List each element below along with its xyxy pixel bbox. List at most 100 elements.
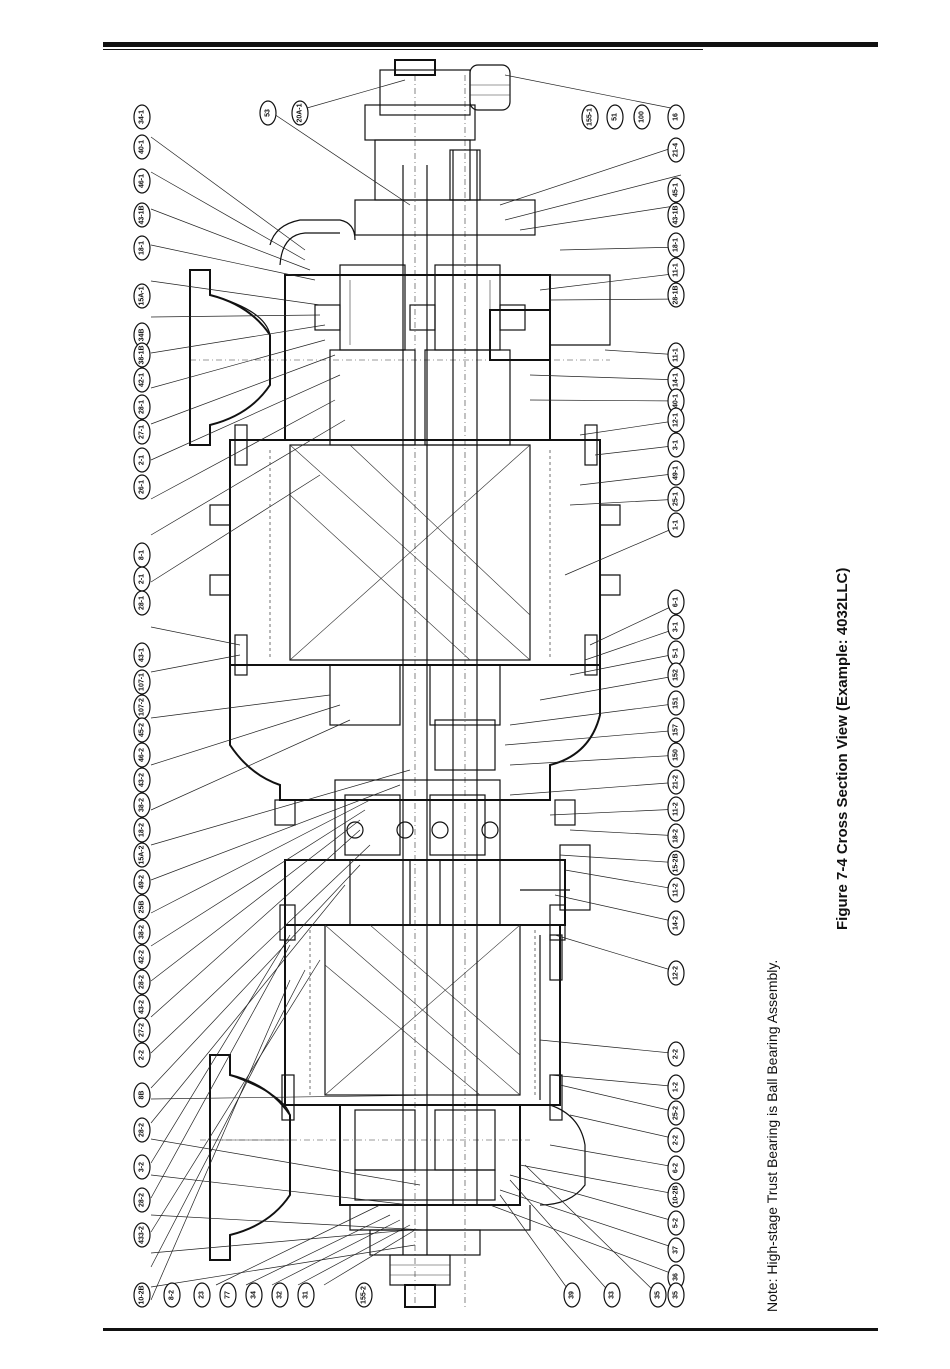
svg-text:18-2: 18-2 xyxy=(673,829,680,843)
callout-right-25: 21-2 xyxy=(667,769,685,795)
callout-right-38: 5-2 xyxy=(667,1210,685,1236)
callout-bottom-left-6: 31 xyxy=(297,1282,315,1308)
svg-text:14-1: 14-1 xyxy=(673,373,680,387)
svg-text:6-2: 6-2 xyxy=(673,1163,680,1173)
discharge-flange xyxy=(209,1054,586,1261)
callout-right-27: 18-2 xyxy=(667,823,685,849)
svg-text:53: 53 xyxy=(265,109,272,117)
svg-text:150: 150 xyxy=(673,749,680,761)
callout-left-24: 15A-2 xyxy=(133,842,151,868)
callout-left-31: 27-2 xyxy=(133,1017,151,1043)
callout-left-33: 8B xyxy=(133,1082,151,1108)
svg-text:18-1: 18-1 xyxy=(139,241,146,255)
callout-bottom-left-5: 32 xyxy=(271,1282,289,1308)
callout-left-3: 43-1B xyxy=(133,202,151,228)
svg-text:43-1: 43-1 xyxy=(139,648,146,662)
svg-text:38-2: 38-2 xyxy=(139,798,146,812)
note-text: Note: High-stage Trust Bearing is Ball B… xyxy=(764,959,780,1312)
svg-text:151: 151 xyxy=(673,697,680,709)
callout-left-32: 2-2 xyxy=(133,1042,151,1068)
callout-left-14: 2-1 xyxy=(133,566,151,592)
callout-left-12: 26-1 xyxy=(133,474,151,500)
svg-text:42-1: 42-1 xyxy=(139,373,146,387)
callout-right-2: 100 xyxy=(633,104,651,130)
callout-right-6: 43-1B xyxy=(667,202,685,228)
svg-text:40-1: 40-1 xyxy=(139,140,146,154)
callout-left-21: 43-2 xyxy=(133,767,151,793)
svg-text:38-2: 38-2 xyxy=(139,925,146,939)
callout-left-36: 28-2 xyxy=(133,1187,151,1213)
svg-text:35: 35 xyxy=(655,1291,662,1299)
intermediate-section xyxy=(229,664,601,861)
svg-text:15A-1: 15A-1 xyxy=(139,286,146,305)
callout-right-19: 3-1 xyxy=(667,614,685,640)
callout-right-29: 11-2 xyxy=(667,877,685,903)
svg-text:27-1: 27-1 xyxy=(139,425,146,439)
svg-text:11-1: 11-1 xyxy=(673,348,680,362)
callout-right-34: 25-2 xyxy=(667,1100,685,1126)
svg-text:6-1: 6-1 xyxy=(673,597,680,607)
svg-text:43-2: 43-2 xyxy=(139,1000,146,1014)
bottom-rule xyxy=(103,1328,878,1331)
callout-right-5: 45-1 xyxy=(667,177,685,203)
callout-left-25: 49-2 xyxy=(133,869,151,895)
callout-bottom-left-0: 10-2B xyxy=(133,1282,151,1308)
callout-right-31: 12-2 xyxy=(667,960,685,986)
svg-text:38-1B: 38-1B xyxy=(139,345,146,364)
callout-left-1: 40-1 xyxy=(133,134,151,160)
svg-text:25-2: 25-2 xyxy=(673,1106,680,1120)
callout-right-32: 2-2 xyxy=(667,1041,685,1067)
svg-text:2-2: 2-2 xyxy=(673,1135,680,1145)
svg-text:107-1: 107-1 xyxy=(139,673,146,691)
top-rule xyxy=(103,42,878,47)
svg-text:34: 34 xyxy=(251,1291,258,1299)
svg-text:25-1: 25-1 xyxy=(673,492,680,506)
svg-text:34B: 34B xyxy=(139,329,146,342)
svg-text:39: 39 xyxy=(569,1291,576,1299)
svg-text:32: 32 xyxy=(277,1291,284,1299)
svg-text:49-1: 49-1 xyxy=(673,466,680,480)
svg-text:34-1: 34-1 xyxy=(139,110,146,124)
high-stage-section xyxy=(284,264,611,446)
callout-left-11: 2-1 xyxy=(133,447,151,473)
svg-text:12-1: 12-1 xyxy=(673,413,680,427)
callout-left-4: 18-1 xyxy=(133,235,151,261)
svg-text:11-2: 11-2 xyxy=(673,802,680,816)
callout-right-4: 21-4 xyxy=(667,137,685,163)
svg-text:8-2: 8-2 xyxy=(169,1290,176,1300)
svg-text:2-2: 2-2 xyxy=(139,1050,146,1060)
svg-text:27-2: 27-2 xyxy=(139,1023,146,1037)
svg-text:33: 33 xyxy=(609,1291,616,1299)
svg-text:1-1: 1-1 xyxy=(673,520,680,530)
svg-text:155-1: 155-1 xyxy=(587,108,594,126)
callout-left-13: 8-1 xyxy=(133,542,151,568)
callout-bottom-right-2: 35 xyxy=(649,1282,667,1308)
callout-left-15: 28-1 xyxy=(133,590,151,616)
svg-text:28-2: 28-2 xyxy=(139,1123,146,1137)
callout-left-6: 34B xyxy=(133,322,151,348)
callout-bottom-left-7: 155-2 xyxy=(355,1282,373,1308)
svg-text:43-2: 43-2 xyxy=(139,773,146,787)
callout-right-30: 14-2 xyxy=(667,910,685,936)
callout-right-41: 35 xyxy=(667,1282,685,1308)
callout-left-16: 43-1 xyxy=(133,642,151,668)
svg-text:1-2: 1-2 xyxy=(673,1082,680,1092)
svg-text:3-2: 3-2 xyxy=(139,1162,146,1172)
callout-right-35: 2-2 xyxy=(667,1127,685,1153)
low-stage-end xyxy=(339,1104,531,1308)
callout-right-7: 18-1 xyxy=(667,232,685,258)
callout-right-10: 11-1 xyxy=(667,342,685,368)
leader-lines xyxy=(150,74,682,1301)
callout-left-18: 107-2 xyxy=(133,694,151,720)
callout-left-17: 107-1 xyxy=(133,669,151,695)
high-stage-rotor-casing xyxy=(209,424,621,676)
callout-bottom-left-3: 77 xyxy=(219,1282,237,1308)
svg-text:49-2: 49-2 xyxy=(139,875,146,889)
svg-text:8B: 8B xyxy=(139,1091,146,1100)
callout-right-9: 28-1B xyxy=(667,282,685,308)
svg-text:36: 36 xyxy=(673,1273,680,1281)
callout-right-23: 157 xyxy=(667,717,685,743)
callout-top-0: 53 xyxy=(259,100,277,126)
svg-text:51: 51 xyxy=(612,113,619,121)
callout-left-28: 42-2 xyxy=(133,944,151,970)
